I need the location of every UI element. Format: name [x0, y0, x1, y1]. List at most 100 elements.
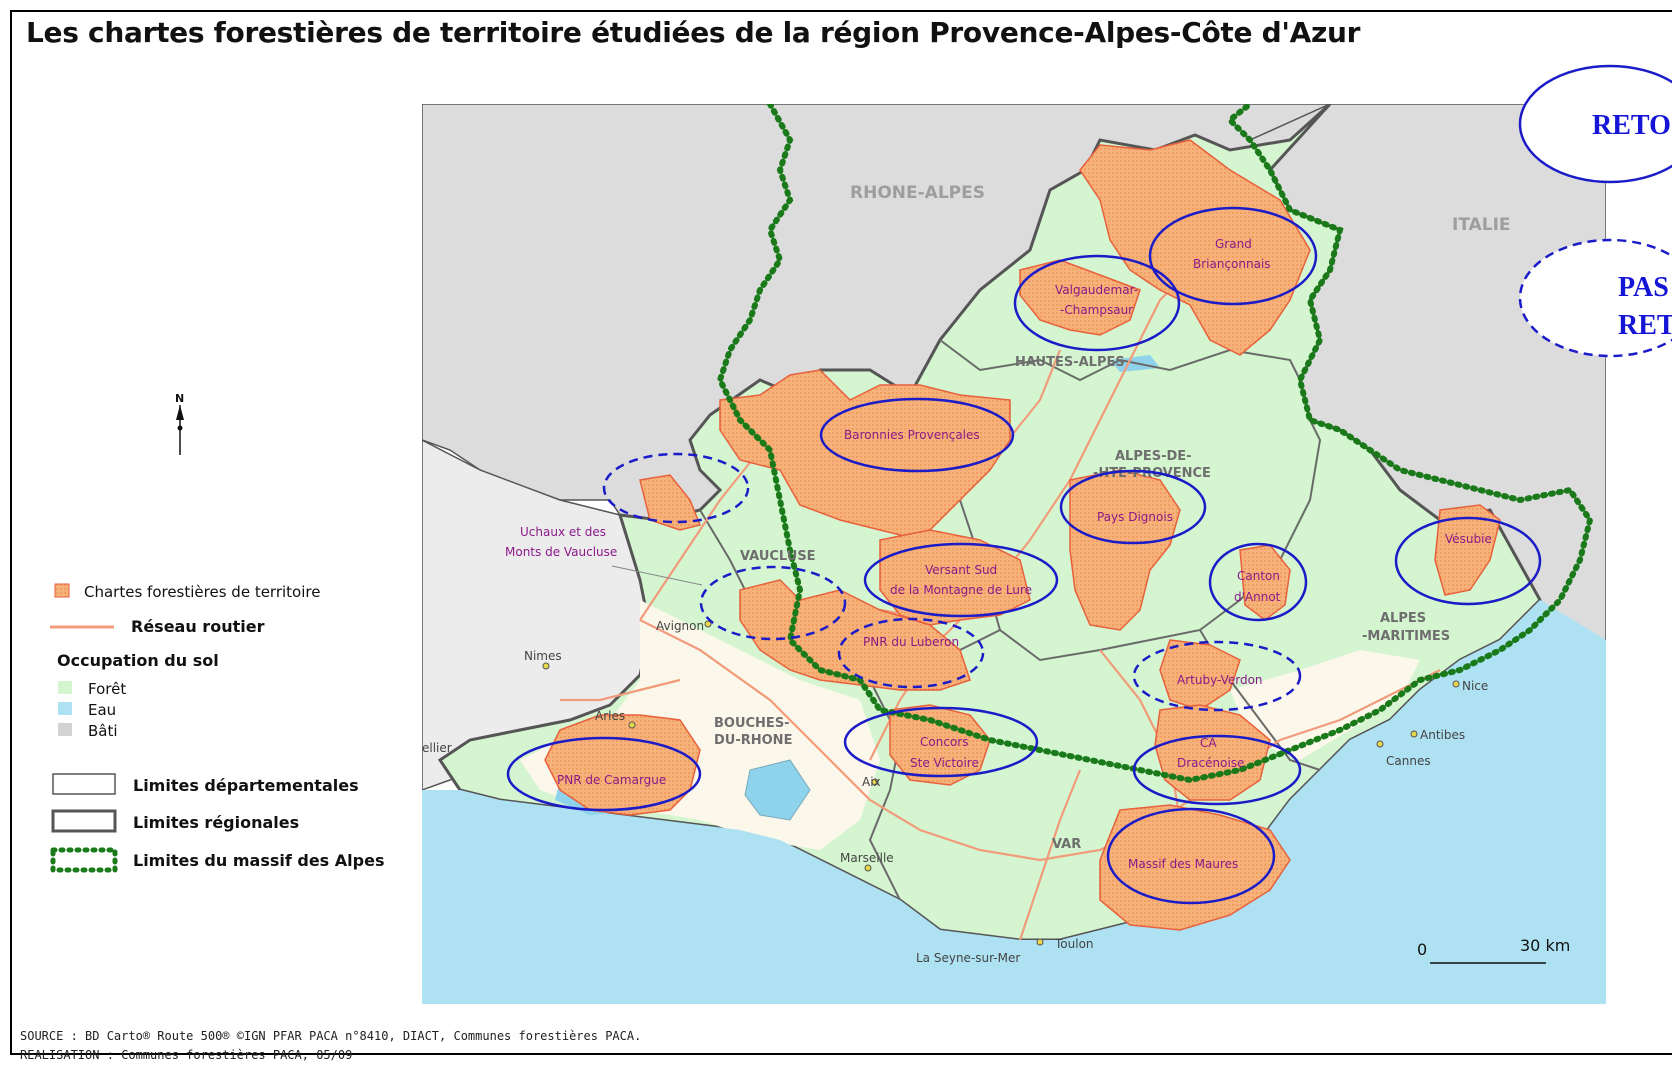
- legend-water: Eau: [88, 701, 116, 719]
- charter-label-dracenoise-2: Dracénoise: [1177, 756, 1244, 770]
- dept-label-ahp-2: -HTE-PROVENCE: [1093, 466, 1211, 481]
- charter-area-vesubie: [1434, 504, 1501, 596]
- ellipse-ventoux[interactable]: [699, 565, 847, 641]
- city-dot-antibes: [1410, 730, 1418, 738]
- ellipse-valgaudemar[interactable]: [1013, 254, 1181, 352]
- ellipse-luberon[interactable]: [837, 617, 985, 689]
- legend-roads: Réseau routier: [131, 617, 265, 636]
- charter-label-lure-1: Versant Sud: [925, 563, 997, 577]
- dept-label-bouches-1: BOUCHES-: [714, 716, 790, 731]
- map-title: Les chartes forestières de territoire ét…: [26, 16, 1361, 49]
- north-arrow-center: [177, 425, 183, 431]
- charter-label-camargue: PNR de Camargue: [557, 773, 666, 787]
- charter-label-annot-1: Canton: [1237, 569, 1280, 583]
- passer-button-label-2: RET: [1618, 310, 1672, 341]
- charter-label-uchaux-1: Uchaux et des: [520, 525, 606, 539]
- city-dot-arles: [628, 721, 636, 729]
- legend-water-swatch: [58, 702, 72, 715]
- passer-button-label-1: PAS: [1618, 272, 1669, 303]
- alps-massif-limit: [716, 104, 1594, 784]
- charter-label-concors-2: Ste Victoire: [910, 756, 979, 770]
- legend-forest: Forêt: [88, 680, 126, 698]
- legend-built-swatch: [58, 723, 72, 736]
- ellipse-artuby[interactable]: [1132, 640, 1302, 712]
- city-dot-marseille: [864, 864, 872, 872]
- charter-area-maures: [1099, 804, 1291, 931]
- legend-charters: Chartes forestières de territoire: [84, 583, 320, 601]
- ellipse-lure[interactable]: [863, 542, 1059, 618]
- ellipse-baronnies[interactable]: [819, 397, 1015, 473]
- legend-alps-swatch: [50, 847, 118, 873]
- legend-built: Bâti: [88, 722, 118, 740]
- city-label-toulon: Toulon: [1054, 937, 1094, 951]
- dept-label-ahp-1: ALPES-DE-: [1115, 449, 1192, 464]
- etang-de-berre: [744, 759, 811, 821]
- retour-button[interactable]: RETO: [1518, 64, 1672, 184]
- city-label-avignon: Avignon: [656, 619, 704, 633]
- legend-dept-swatch: [52, 773, 116, 795]
- region-label-rhone-alpes: RHONE-ALPES: [850, 183, 985, 203]
- ellipse-vesubie[interactable]: [1394, 516, 1542, 606]
- ellipse-grand-briancon[interactable]: [1148, 206, 1318, 306]
- charter-area-baronnies: [719, 369, 1011, 541]
- legend-forest-swatch: [58, 681, 72, 694]
- legend: Chartes forestières de territoire Réseau…: [50, 583, 384, 873]
- north-arrow-head: [176, 405, 184, 420]
- city-dot-avignon: [704, 620, 712, 628]
- charter-label-annot-2: d'Annot: [1234, 590, 1281, 604]
- charter-labels: Grand Briançonnais Valgaudemar- -Champsa…: [505, 237, 1492, 871]
- ellipse-maures[interactable]: [1106, 807, 1276, 905]
- dept-label-am-1: ALPES: [1380, 611, 1426, 626]
- retour-button-shape[interactable]: [1518, 64, 1672, 184]
- dept-label-bouches-2: DU-RHONE: [714, 733, 792, 748]
- passer-button-shape[interactable]: [1518, 238, 1672, 358]
- scale-end: 30 km: [1520, 936, 1570, 955]
- ellipse-uchaux[interactable]: [602, 452, 750, 524]
- legend-land-use-title: Occupation du sol: [57, 651, 219, 670]
- city-label-nice: Nice: [1462, 679, 1488, 693]
- charter-label-uchaux-2: Monts de Vaucluse: [505, 545, 617, 559]
- charter-label-grand-2: Briançonnais: [1193, 257, 1271, 271]
- passer-retour-button[interactable]: PAS RET: [1518, 238, 1672, 358]
- dept-label-am-2: -MARITIMES: [1362, 629, 1450, 644]
- charter-label-lure-2: de la Montagne de Lure: [890, 583, 1032, 597]
- legend-alps-limits: Limites du massif des Alpes: [133, 851, 384, 870]
- charter-ellipses: [506, 206, 1542, 905]
- charter-label-vesubie: Vésubie: [1445, 532, 1492, 546]
- charter-label-valgaudemar-1: Valgaudemar-: [1055, 283, 1138, 297]
- city-label-marseille: Marseille: [840, 851, 894, 865]
- source-line: SOURCE : BD Carto® Route 500® ©IGN PFAR …: [20, 1029, 642, 1043]
- uchaux-leader-line: [611, 565, 703, 586]
- forest-charters-areas: [544, 139, 1501, 931]
- city-label-nimes: Nimes: [524, 649, 562, 663]
- legend-dept-limits: Limites départementales: [133, 776, 359, 795]
- ellipse-camargue[interactable]: [506, 736, 702, 812]
- city-label-arles: Arles: [595, 709, 625, 723]
- realisation-line: REALISATION : Communes forestières PACA,…: [20, 1048, 353, 1062]
- charter-area-artuby: [1159, 639, 1241, 711]
- dept-label-hautes-alpes: HAUTES-ALPES: [1015, 355, 1125, 370]
- city-label-pellier: ellier: [422, 741, 452, 755]
- charter-area-camargue: [544, 714, 701, 816]
- ellipse-dracenoise[interactable]: [1132, 734, 1302, 806]
- city-dot-toulon: [1036, 938, 1044, 946]
- legend-charter-swatch: [54, 583, 70, 598]
- sea: [422, 600, 1606, 1004]
- city-label-antibes: Antibes: [1420, 728, 1465, 742]
- charter-label-luberon: PNR du Luberon: [863, 635, 959, 649]
- city-dot-cannes: [1376, 740, 1384, 748]
- ellipse-canton-annot[interactable]: [1208, 542, 1308, 622]
- plains-alpes-maritimes: [1230, 650, 1420, 760]
- city-label-aix: Aix: [862, 775, 881, 789]
- city-label-cannes: Cannes: [1386, 754, 1431, 768]
- ellipse-pays-dignois[interactable]: [1059, 469, 1207, 545]
- charter-area-grand-briancon: [1079, 139, 1311, 356]
- charter-label-valgaudemar-2: -Champsaur: [1060, 303, 1133, 317]
- cities: Avignon Nimes Arles ellier Aix Marseille…: [422, 619, 1488, 965]
- charter-label-pays-dignois: Pays Dignois: [1097, 510, 1173, 524]
- ellipse-concors[interactable]: [843, 706, 1039, 778]
- retour-button-label: RETO: [1592, 110, 1671, 141]
- scale-bar: 0 30 km: [1417, 936, 1570, 964]
- charter-label-artuby: Artuby-Verdon: [1177, 673, 1263, 687]
- charter-area-valgaudemar: [1019, 259, 1141, 336]
